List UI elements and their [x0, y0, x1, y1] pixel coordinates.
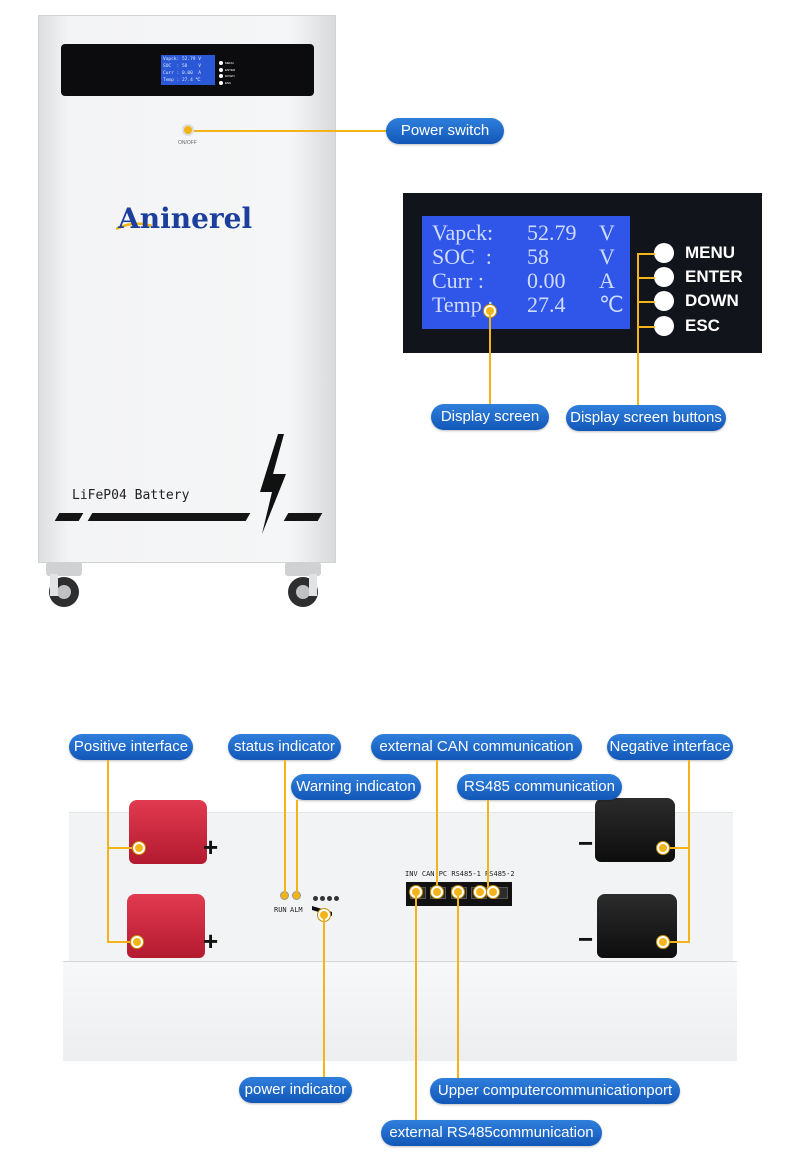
callout-dot — [487, 886, 499, 898]
mini-enter-button[interactable]: ENTER — [219, 67, 235, 73]
callout-dot — [657, 842, 669, 854]
leader-line — [637, 277, 655, 279]
callout-external-can: external CAN communication — [371, 734, 582, 760]
leader-line — [436, 760, 438, 888]
onoff-label: ON/OFF — [178, 140, 197, 146]
leader-line — [194, 130, 388, 132]
callout-power-indicator: power indicator — [239, 1077, 352, 1103]
power-level-dot — [320, 896, 325, 901]
minus-sign: − — [578, 924, 594, 954]
callout-display-buttons: Display screen buttons — [566, 405, 726, 431]
minus-sign: − — [578, 828, 594, 858]
plus-sign: + — [203, 926, 219, 956]
esc-button[interactable]: ESC — [654, 316, 720, 336]
leader-line — [107, 760, 109, 943]
leader-line — [323, 918, 325, 1078]
power-level-dot — [334, 896, 339, 901]
leader-line — [489, 314, 491, 404]
leader-line — [637, 253, 655, 255]
button-circle-icon — [654, 243, 674, 263]
plus-sign: + — [203, 832, 219, 862]
port-labels: INV CAN PC RS485-1 RS485-2 — [405, 870, 515, 878]
battery-tower — [38, 15, 336, 563]
mini-esc-button[interactable]: ESC — [219, 80, 235, 86]
leader-line — [664, 847, 689, 849]
callout-external-rs485: external RS485communication — [381, 1120, 602, 1146]
callout-power-switch: Power switch — [386, 118, 504, 144]
power-switch-button[interactable] — [182, 124, 194, 136]
battery-base — [63, 961, 737, 1061]
leader-line — [107, 847, 135, 849]
callout-display-screen: Display screen — [431, 404, 549, 430]
positive-terminal-lower[interactable] — [127, 894, 205, 958]
button-circle-icon — [654, 316, 674, 336]
callout-dot — [657, 936, 669, 948]
stripe-decor — [54, 513, 84, 521]
power-level-dot — [327, 896, 332, 901]
caster-wheel-icon — [46, 562, 82, 607]
enter-button[interactable]: ENTER — [654, 267, 743, 287]
negative-terminal-lower[interactable] — [597, 894, 677, 958]
power-level-dot — [313, 896, 318, 901]
leader-line — [664, 941, 689, 943]
tower-mini-buttons: MENU ENTER DOWN ESC — [219, 60, 235, 86]
leader-line — [637, 326, 655, 328]
leader-line — [284, 760, 286, 892]
tower-mini-display: Vapck: 52.79 V SOC : 58 V Curr : 0.00 A … — [161, 55, 215, 85]
button-circle-icon — [654, 291, 674, 311]
leader-line — [296, 800, 298, 892]
stripe-decor — [87, 513, 251, 521]
button-circle-icon — [654, 267, 674, 287]
menu-button[interactable]: MENU — [654, 243, 735, 263]
caster-wheel-icon — [285, 562, 321, 607]
mini-lcd-line: Temp : 27.4 ℃ — [163, 78, 201, 83]
callout-dot — [474, 886, 486, 898]
callout-warning-indicator: Warning indicaton — [291, 774, 421, 800]
run-label: RUN — [274, 906, 287, 914]
down-button[interactable]: DOWN — [654, 291, 739, 311]
callout-positive-interface: Positive interface — [69, 734, 193, 760]
run-indicator-led — [280, 891, 289, 900]
leader-line — [415, 895, 417, 1121]
callout-upper-computer: Upper computercommunicationport — [430, 1078, 680, 1104]
leader-line — [637, 301, 655, 303]
callout-dot — [131, 936, 143, 948]
callout-rs485: RS485 communication — [457, 774, 622, 800]
leader-line — [688, 760, 690, 943]
callout-dot — [133, 842, 145, 854]
lcd-row-temp: Temp :27.4℃ — [432, 292, 624, 317]
stripe-decor — [283, 513, 323, 521]
mini-lcd-line: Vapck: 52.79 V — [163, 57, 201, 62]
callout-negative-interface: Negative interface — [607, 734, 733, 760]
callout-status-indicator: status indicator — [228, 734, 341, 760]
leader-line — [487, 800, 489, 888]
battery-type-label: LiFeP04 Battery — [72, 488, 190, 503]
mini-menu-button[interactable]: MENU — [219, 60, 235, 66]
brand-logo: Aninerel — [118, 202, 253, 235]
alm-label: ALM — [290, 906, 303, 914]
callout-dot — [431, 886, 443, 898]
positive-terminal-upper[interactable] — [129, 800, 207, 864]
leader-line — [457, 895, 459, 1078]
mini-down-button[interactable]: DOWN — [219, 73, 235, 79]
leader-line — [107, 941, 135, 943]
mini-lcd-line: SOC : 58 V — [163, 64, 201, 69]
leader-line — [637, 253, 639, 406]
mini-lcd-line: Curr : 0.00 A — [163, 71, 201, 76]
lightning-bolt-icon — [260, 434, 286, 534]
brand-swoosh-icon — [116, 222, 152, 230]
alarm-indicator-led — [292, 891, 301, 900]
